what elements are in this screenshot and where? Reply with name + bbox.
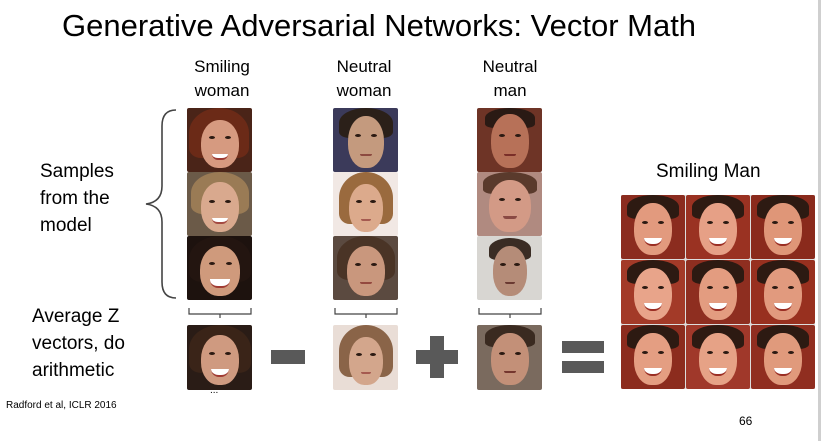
page-number: 66 xyxy=(739,414,753,428)
face-neutral-woman-2 xyxy=(333,172,398,236)
ellipsis-text: ... xyxy=(210,385,219,396)
face-neutral-man-2 xyxy=(477,172,542,236)
face-smiling-woman-1 xyxy=(187,108,252,172)
plus-operator-vertical-icon xyxy=(430,336,444,378)
face-smiling-woman-2 xyxy=(187,172,252,236)
face-smiling-man xyxy=(751,195,815,259)
bracket-smiling-woman xyxy=(188,308,252,318)
average-label: Average Z vectors, do arithmetic xyxy=(32,306,125,381)
column-label-neutral-man: Neutral man xyxy=(482,57,538,100)
samples-label: Samples from the model xyxy=(40,161,114,236)
smiling-man-grid xyxy=(621,195,815,389)
column-label-smiling-woman: Smiling woman xyxy=(194,57,250,100)
face-average-neutral-man xyxy=(477,325,542,390)
face-smiling-man xyxy=(751,325,815,389)
face-neutral-man-1 xyxy=(477,108,542,172)
citation-text: Radford et al, ICLR 2016 xyxy=(6,400,117,411)
face-neutral-man-3 xyxy=(477,236,542,300)
slide-title: Generative Adversarial Networks: Vector … xyxy=(62,8,697,43)
bracket-neutral-woman xyxy=(334,308,398,318)
face-average-smiling-woman xyxy=(187,325,252,390)
equals-operator-top-icon xyxy=(562,341,604,353)
minus-operator-icon xyxy=(271,350,305,364)
equals-operator-bottom-icon xyxy=(562,361,604,373)
bracket-neutral-man xyxy=(478,308,542,318)
face-smiling-woman-3 xyxy=(187,236,252,300)
face-average-neutral-woman xyxy=(333,325,398,390)
face-neutral-woman-3 xyxy=(333,236,398,300)
face-smiling-man xyxy=(686,325,750,389)
face-smiling-man xyxy=(621,195,685,259)
result-label: Smiling Man xyxy=(656,161,761,182)
face-smiling-man xyxy=(686,195,750,259)
face-smiling-man xyxy=(751,260,815,324)
face-smiling-man xyxy=(621,325,685,389)
column-label-neutral-woman: Neutral woman xyxy=(336,57,392,100)
face-smiling-man xyxy=(686,260,750,324)
face-smiling-man xyxy=(621,260,685,324)
face-neutral-woman-1 xyxy=(333,108,398,172)
samples-brace xyxy=(145,109,177,299)
slide-right-border xyxy=(818,0,821,441)
